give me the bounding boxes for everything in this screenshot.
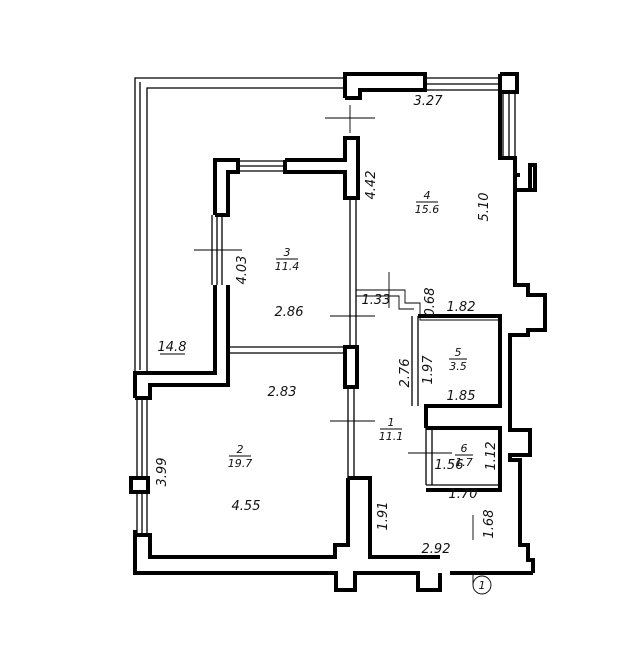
dim-bath-top-width: 1.82 xyxy=(447,300,476,315)
window-room2-left xyxy=(136,398,148,535)
dim-width-room3: 2.86 xyxy=(275,305,304,320)
room-1-area: 11.1 xyxy=(379,430,404,443)
dim-width-room2-bottom: 4.55 xyxy=(232,499,261,514)
dim-top-width-room4: 3.27 xyxy=(414,94,444,109)
room-5-area: 3.5 xyxy=(449,360,467,373)
room-1-number: 1 xyxy=(388,416,395,429)
section-marks xyxy=(194,105,474,585)
dim-height-room2: 3.99 xyxy=(155,458,170,487)
axis-marker: 1 xyxy=(472,575,492,595)
room-2-label: 2 19.7 xyxy=(228,443,253,470)
axis-marker-label: 1 xyxy=(479,579,486,592)
dim-bath-height-left: 2.76 xyxy=(398,359,413,388)
room-3-number: 3 xyxy=(284,246,291,259)
dim-entrance-height: 1.91 xyxy=(376,502,391,531)
room-2-area: 19.7 xyxy=(228,457,253,470)
room-6-label: 6 1.7 xyxy=(455,442,473,469)
balcony-outline xyxy=(134,77,345,372)
dim-corridor-width: 1.33 xyxy=(362,293,391,308)
dim-wc-height: 1.12 xyxy=(484,442,499,471)
room-3-label: 3 11.4 xyxy=(275,246,300,273)
interior-walls xyxy=(215,198,502,559)
room-5-number: 5 xyxy=(455,346,462,359)
dim-width-room2-top: 2.83 xyxy=(268,385,297,400)
room-3-area: 11.4 xyxy=(275,260,300,273)
dim-height-room4-left: 4.42 xyxy=(364,171,379,200)
room-4-number: 4 xyxy=(424,189,431,202)
dim-height-room4-right: 5.10 xyxy=(477,193,492,222)
dim-corridor-depth: 0.68 xyxy=(423,288,438,317)
window-room3-top xyxy=(238,160,285,172)
balcony-area-label: 14.8 xyxy=(158,340,187,355)
dim-wc-width-inner: 1.56 xyxy=(435,458,464,473)
dim-wc-bottom-width: 1.70 xyxy=(449,487,478,502)
balcony-area: 14.8 xyxy=(158,340,187,355)
window-right-room4 xyxy=(502,90,516,158)
dim-height-room3: 4.03 xyxy=(235,256,250,285)
dim-bath-bottom-width: 1.85 xyxy=(447,389,476,404)
room-4-area: 15.6 xyxy=(415,203,440,216)
room-4-label: 4 15.6 xyxy=(415,189,440,216)
window-top-room4 xyxy=(425,77,500,91)
dim-entrance-right-height: 1.68 xyxy=(482,510,497,539)
room-6-area: 1.7 xyxy=(455,456,473,469)
dim-bath-height-inner: 1.97 xyxy=(421,355,436,385)
room-6-number: 6 xyxy=(461,442,468,455)
room-2-number: 2 xyxy=(237,443,244,456)
exterior-walls xyxy=(129,72,547,592)
room-5-label: 5 3.5 xyxy=(449,346,467,373)
room-1-label: 1 11.1 xyxy=(379,416,404,443)
dimension-labels: 3.27 4.42 5.10 4.03 2.86 1.33 0.68 1.82 … xyxy=(155,94,499,557)
dim-entrance-width: 2.92 xyxy=(422,542,451,557)
